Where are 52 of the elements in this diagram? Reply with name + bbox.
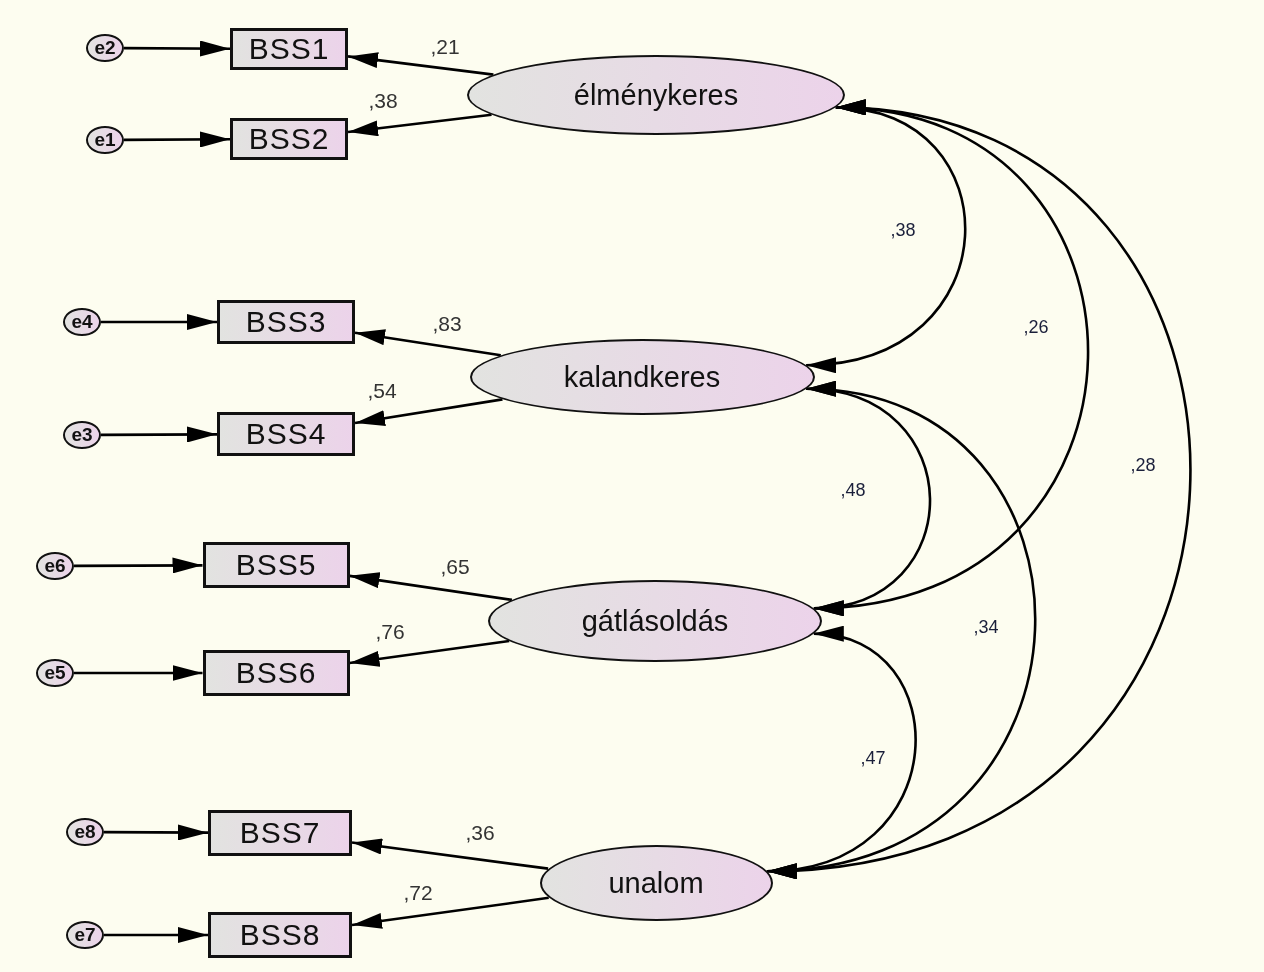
node-label: BSS5 bbox=[235, 548, 317, 582]
node-label: e6 bbox=[44, 555, 66, 577]
arrow bbox=[104, 824, 208, 841]
arrow bbox=[74, 557, 203, 574]
observed-variable-box bbox=[208, 912, 352, 958]
error-circle bbox=[86, 126, 124, 154]
node-label: gátlásoldás bbox=[581, 604, 729, 638]
arrow bbox=[347, 52, 494, 76]
arrow bbox=[104, 927, 208, 943]
error-circle bbox=[86, 34, 124, 62]
arrow bbox=[351, 838, 549, 870]
observed-variable-box bbox=[217, 412, 355, 456]
arrow bbox=[354, 398, 503, 427]
arrow bbox=[101, 314, 217, 330]
arrow bbox=[124, 131, 230, 148]
observed-variable-box bbox=[217, 300, 355, 344]
error-circle bbox=[36, 659, 74, 687]
error-circle bbox=[63, 421, 101, 449]
node-label: BSS2 bbox=[248, 122, 330, 156]
node-label: e1 bbox=[94, 129, 116, 151]
node-label: BSS1 bbox=[248, 32, 330, 66]
arrow bbox=[349, 639, 510, 667]
node-label: BSS8 bbox=[239, 918, 321, 952]
node-label: e7 bbox=[74, 924, 96, 946]
error-circle bbox=[63, 308, 101, 336]
error-circle bbox=[66, 818, 104, 846]
error-circle bbox=[36, 552, 74, 580]
node-label: e8 bbox=[74, 821, 96, 843]
arrow bbox=[351, 896, 549, 929]
arrow bbox=[354, 329, 501, 357]
node-label: e4 bbox=[71, 311, 93, 333]
arrow bbox=[74, 665, 203, 681]
node-label: BSS3 bbox=[245, 305, 327, 339]
arrow bbox=[349, 572, 513, 602]
observed-variable-box bbox=[230, 118, 348, 160]
observed-variable-box bbox=[202, 650, 350, 696]
arrow bbox=[347, 113, 492, 137]
error-circle bbox=[66, 921, 104, 949]
node-label: BSS6 bbox=[235, 656, 317, 690]
observed-variable-box bbox=[230, 28, 348, 70]
arrow bbox=[124, 40, 230, 57]
node-label: e2 bbox=[94, 37, 116, 59]
observed-variable-box bbox=[208, 810, 352, 856]
node-label: BSS7 bbox=[239, 816, 321, 850]
node-label: kalandkeres bbox=[563, 360, 721, 394]
node-label: BSS4 bbox=[245, 417, 327, 451]
node-label: unalom bbox=[608, 866, 704, 900]
node-label: e5 bbox=[44, 662, 66, 684]
arrow bbox=[101, 426, 217, 443]
observed-variable-box bbox=[202, 542, 350, 588]
node-label: e3 bbox=[71, 424, 93, 446]
node-label: élménykeres bbox=[573, 78, 739, 112]
